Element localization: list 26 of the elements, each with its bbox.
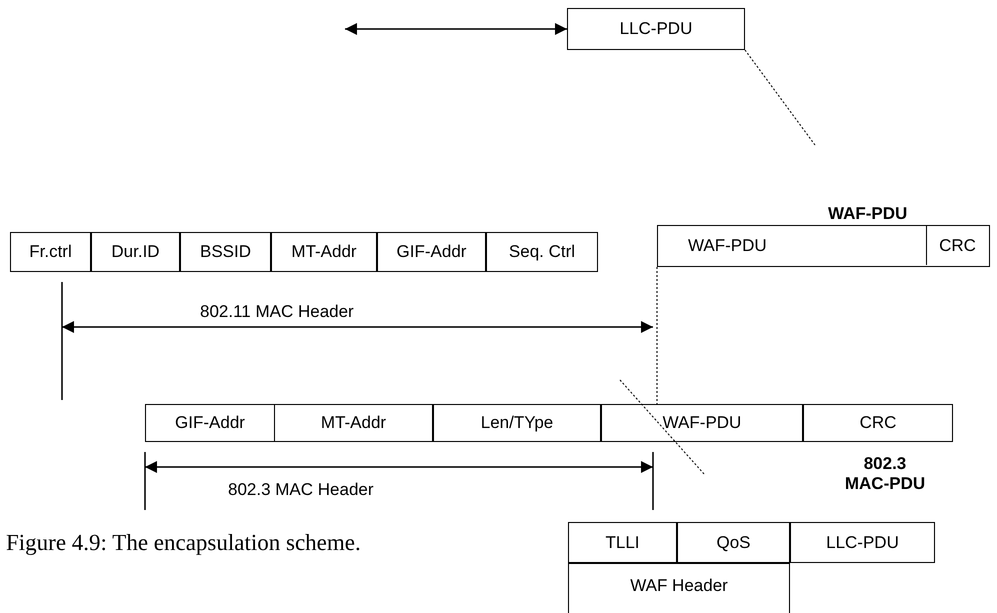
dotted-line xyxy=(656,266,658,404)
header-field: LLC-PDU xyxy=(790,522,935,563)
header-field: BSSID xyxy=(180,232,271,272)
header-field: QoS xyxy=(677,522,790,563)
dotted-line xyxy=(744,50,816,146)
header-field: GIF-Addr xyxy=(145,404,275,442)
header-field: TLLI xyxy=(568,522,677,563)
figure-caption: Figure 4.9: The encapsulation scheme. xyxy=(6,530,361,556)
header-field: Len/TYpe xyxy=(433,404,601,442)
dimension-label: 802.11 MAC Header xyxy=(200,302,354,322)
frame-label: 802.3 MAC-PDU xyxy=(844,454,926,494)
header-field: GIF-Addr xyxy=(377,232,486,272)
header-field: Seq. Ctrl xyxy=(486,232,598,272)
header-field: MT-Addr xyxy=(274,404,433,442)
header-field: CRC xyxy=(803,404,953,442)
header-field: MT-Addr xyxy=(271,232,377,272)
arrow xyxy=(345,23,567,35)
header-field: CRC xyxy=(926,226,988,265)
header-field: WAF Header xyxy=(568,563,790,613)
header-field: LLC-PDU xyxy=(567,8,745,50)
frame-heading: WAF-PDU xyxy=(828,204,908,224)
header-field: Dur.ID xyxy=(91,232,180,272)
dimension-label: 802.3 MAC Header xyxy=(228,480,374,500)
header-field: Fr.ctrl xyxy=(10,232,91,272)
header-field: WAF-PDU xyxy=(601,404,803,442)
header-field: WAF-PDU xyxy=(658,226,926,265)
